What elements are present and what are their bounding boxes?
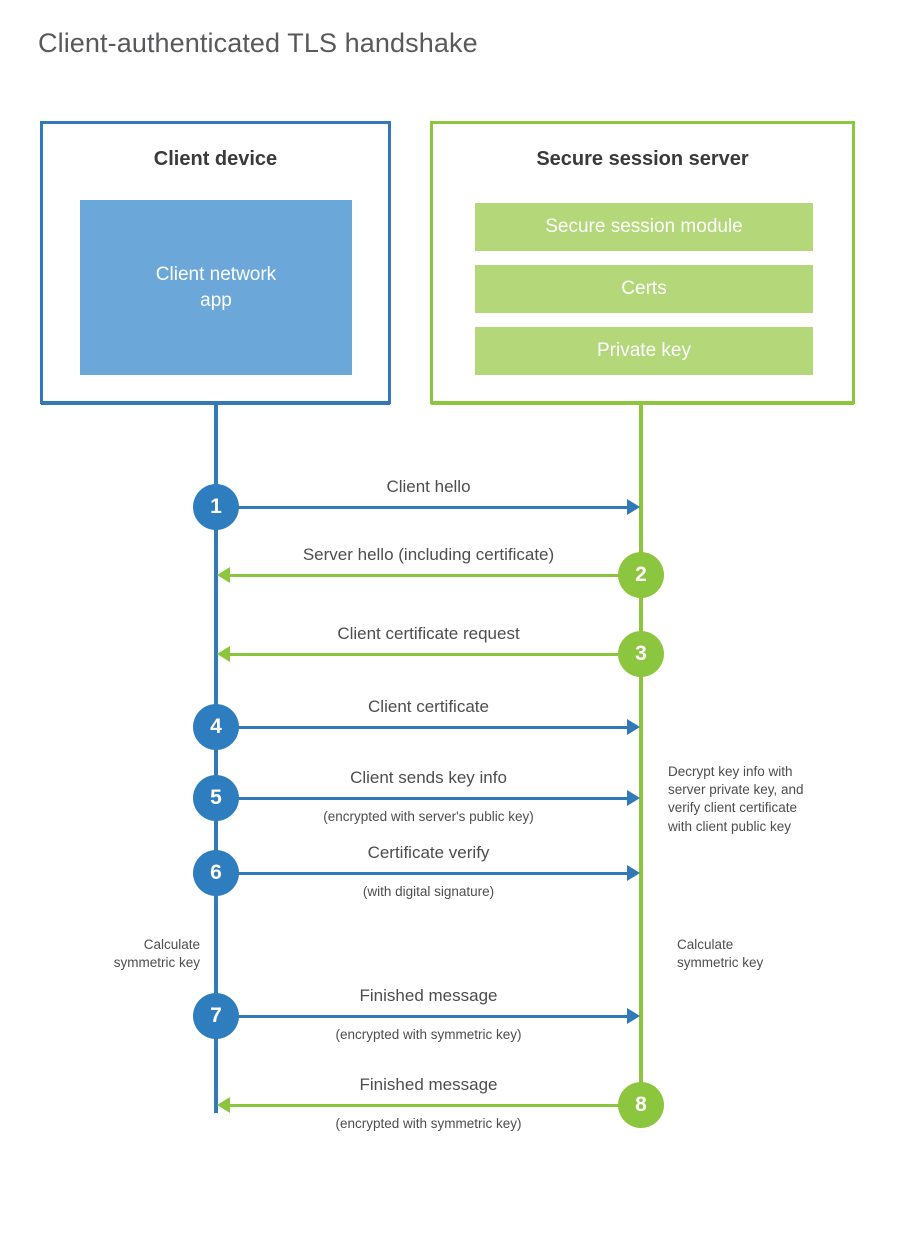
server-panel-private-key: Private key bbox=[475, 327, 813, 375]
secure-session-server-box: Secure session server Secure session mod… bbox=[430, 121, 855, 404]
arrow-line-7 bbox=[216, 1015, 627, 1018]
client-network-app-panel: Client network app bbox=[80, 200, 352, 375]
arrow-line-1 bbox=[216, 506, 627, 509]
arrow-line-8 bbox=[230, 1104, 641, 1107]
step-circle-3[interactable]: 3 bbox=[618, 631, 664, 677]
message-label-7: Finished message bbox=[359, 986, 498, 1005]
message-label-2: Server hello (including certificate) bbox=[302, 545, 555, 564]
step-circle-8[interactable]: 8 bbox=[618, 1082, 664, 1128]
step-circle-2[interactable]: 2 bbox=[618, 552, 664, 598]
page-title: Client-authenticated TLS handshake bbox=[38, 28, 478, 58]
server-panel-certs: Certs bbox=[475, 265, 813, 313]
arrow-line-4 bbox=[216, 726, 627, 729]
arrow-head-8 bbox=[217, 1097, 230, 1113]
step-circle-4[interactable]: 4 bbox=[193, 704, 239, 750]
client-device-box: Client device Client network app bbox=[40, 121, 391, 404]
message-sublabel-5: (encrypted with server's public key) bbox=[323, 809, 534, 824]
message-label-8: Finished message bbox=[359, 1075, 498, 1094]
step-circle-7[interactable]: 7 bbox=[193, 993, 239, 1039]
arrow-line-3 bbox=[230, 653, 641, 656]
secure-session-server-title: Secure session server bbox=[536, 148, 749, 170]
client-calculate-symmetric-key-annotation: Calculate symmetric key bbox=[113, 937, 200, 971]
step-circle-5[interactable]: 5 bbox=[193, 775, 239, 821]
server-decrypt-annotation: Decrypt key info with server private key… bbox=[668, 764, 804, 834]
server-panel-secure-session-module: Secure session module bbox=[475, 203, 813, 251]
message-label-4: Client certificate bbox=[368, 697, 489, 716]
message-label-5: Client sends key info bbox=[350, 768, 507, 787]
arrow-head-1 bbox=[627, 499, 640, 515]
arrow-head-2 bbox=[217, 567, 230, 583]
message-label-1: Client hello bbox=[386, 477, 471, 496]
arrow-line-2 bbox=[230, 574, 641, 577]
server-calculate-symmetric-key-annotation: Calculate symmetric key bbox=[677, 937, 764, 971]
message-label-3: Client certificate request bbox=[337, 624, 520, 643]
arrow-head-4 bbox=[627, 719, 640, 735]
arrow-line-6 bbox=[216, 872, 627, 875]
arrow-head-6 bbox=[627, 865, 640, 881]
server-lifeline bbox=[639, 403, 643, 1107]
message-sublabel-8: (encrypted with symmetric key) bbox=[335, 1116, 522, 1131]
message-label-6: Certificate verify bbox=[367, 843, 490, 862]
arrow-head-7 bbox=[627, 1008, 640, 1024]
client-lifeline bbox=[214, 403, 218, 1113]
arrow-line-5 bbox=[216, 797, 627, 800]
arrow-head-5 bbox=[627, 790, 640, 806]
message-sublabel-7: (encrypted with symmetric key) bbox=[335, 1027, 522, 1042]
message-sublabel-6: (with digital signature) bbox=[362, 884, 495, 899]
arrow-head-3 bbox=[217, 646, 230, 662]
step-circle-6[interactable]: 6 bbox=[193, 850, 239, 896]
client-device-title: Client device bbox=[153, 148, 278, 170]
step-circle-1[interactable]: 1 bbox=[193, 484, 239, 530]
